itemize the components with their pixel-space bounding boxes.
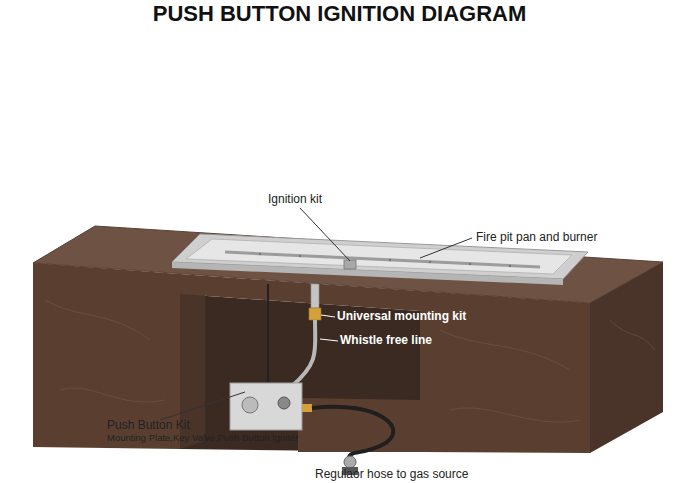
callout-label: Mounting Plate,Key Valve,Push Button Ign…: [107, 433, 367, 443]
regulator: [344, 456, 356, 468]
leader-line: [321, 315, 335, 317]
callout-label: Fire pit pan and burner: [476, 231, 676, 244]
burner-port: [299, 255, 301, 257]
ignition-kit: [344, 260, 356, 269]
hose-fitting: [302, 404, 312, 412]
whistle-free-line: [292, 320, 315, 386]
burner-port: [469, 263, 471, 265]
mounting-plate: [230, 383, 302, 430]
burner-port: [429, 261, 431, 263]
leader-line: [320, 339, 338, 341]
burner-ports: [259, 253, 511, 267]
burner-bar: [225, 252, 540, 267]
callout-label: Whistle free line: [340, 334, 500, 347]
leader-line: [420, 238, 472, 258]
key-valve: [242, 397, 258, 413]
gas-inlet-pipe: [311, 284, 319, 308]
burner-port: [389, 259, 391, 261]
callout-label: Ignition kit: [268, 193, 388, 206]
slab-front: [180, 274, 420, 311]
diagram-title: PUSH BUTTON IGNITION DIAGRAM: [0, 2, 679, 26]
brass-fitting: [309, 308, 321, 320]
push-button-igniter: [278, 397, 290, 409]
burner-port: [259, 253, 261, 255]
callout-label: Regulaor hose to gas source: [315, 468, 555, 481]
burner-port: [509, 265, 511, 267]
leader-line: [300, 208, 350, 261]
callout-label: Push Button Kit: [107, 419, 247, 432]
marble-vein: [45, 300, 655, 422]
leader-line: [160, 392, 245, 420]
regulator-hose: [312, 407, 393, 458]
igniter-wire: [267, 284, 269, 383]
callout-label: Universal mounting kit: [337, 310, 537, 323]
right-block-side: [590, 262, 663, 453]
